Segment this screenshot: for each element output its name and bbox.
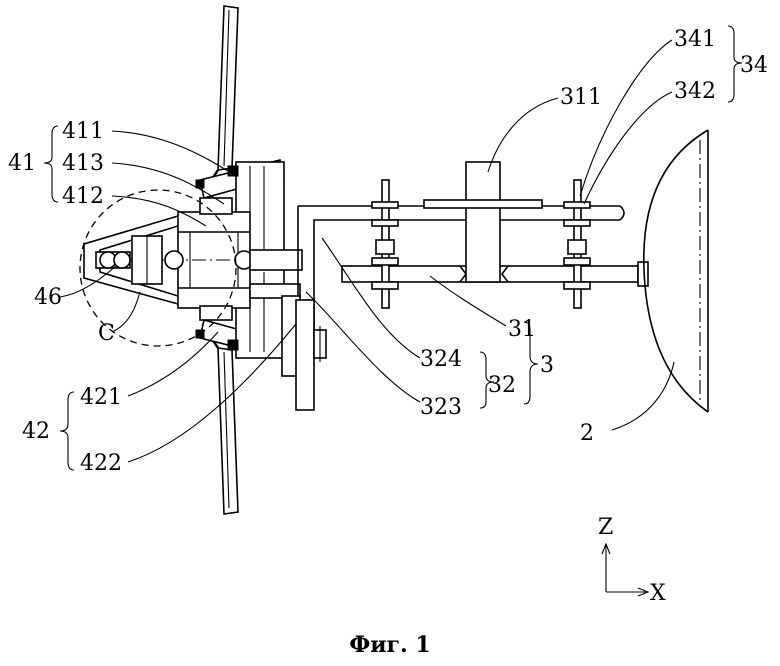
label-323: 323 — [420, 395, 462, 420]
label-411: 411 — [62, 119, 104, 144]
figure-caption: Фиг. 1 — [349, 632, 430, 658]
label-46: 46 — [34, 285, 62, 310]
label-311: 311 — [560, 85, 602, 110]
label-31: 31 — [508, 317, 536, 342]
label-421: 421 — [80, 385, 122, 410]
label-2: 2 — [580, 421, 594, 446]
label-341: 341 — [674, 27, 716, 52]
axis-x-label: X — [650, 581, 666, 606]
label-41: 41 — [8, 151, 36, 176]
axis-z-label: Z — [598, 515, 613, 540]
label-3: 3 — [540, 353, 554, 378]
support-structure — [282, 162, 648, 410]
label-c: C — [98, 321, 115, 346]
label-324: 324 — [420, 347, 462, 372]
label-42: 42 — [22, 419, 50, 444]
label-32: 32 — [488, 373, 516, 398]
label-413: 413 — [62, 151, 104, 176]
label-412: 412 — [62, 184, 104, 209]
label-422: 422 — [80, 451, 122, 476]
hub-assembly — [84, 160, 302, 358]
label-342: 342 — [674, 79, 716, 104]
label-34: 34 — [740, 53, 768, 78]
mast — [644, 130, 708, 412]
bolt-left — [372, 180, 398, 308]
axis-indicator: Z X — [598, 515, 666, 606]
